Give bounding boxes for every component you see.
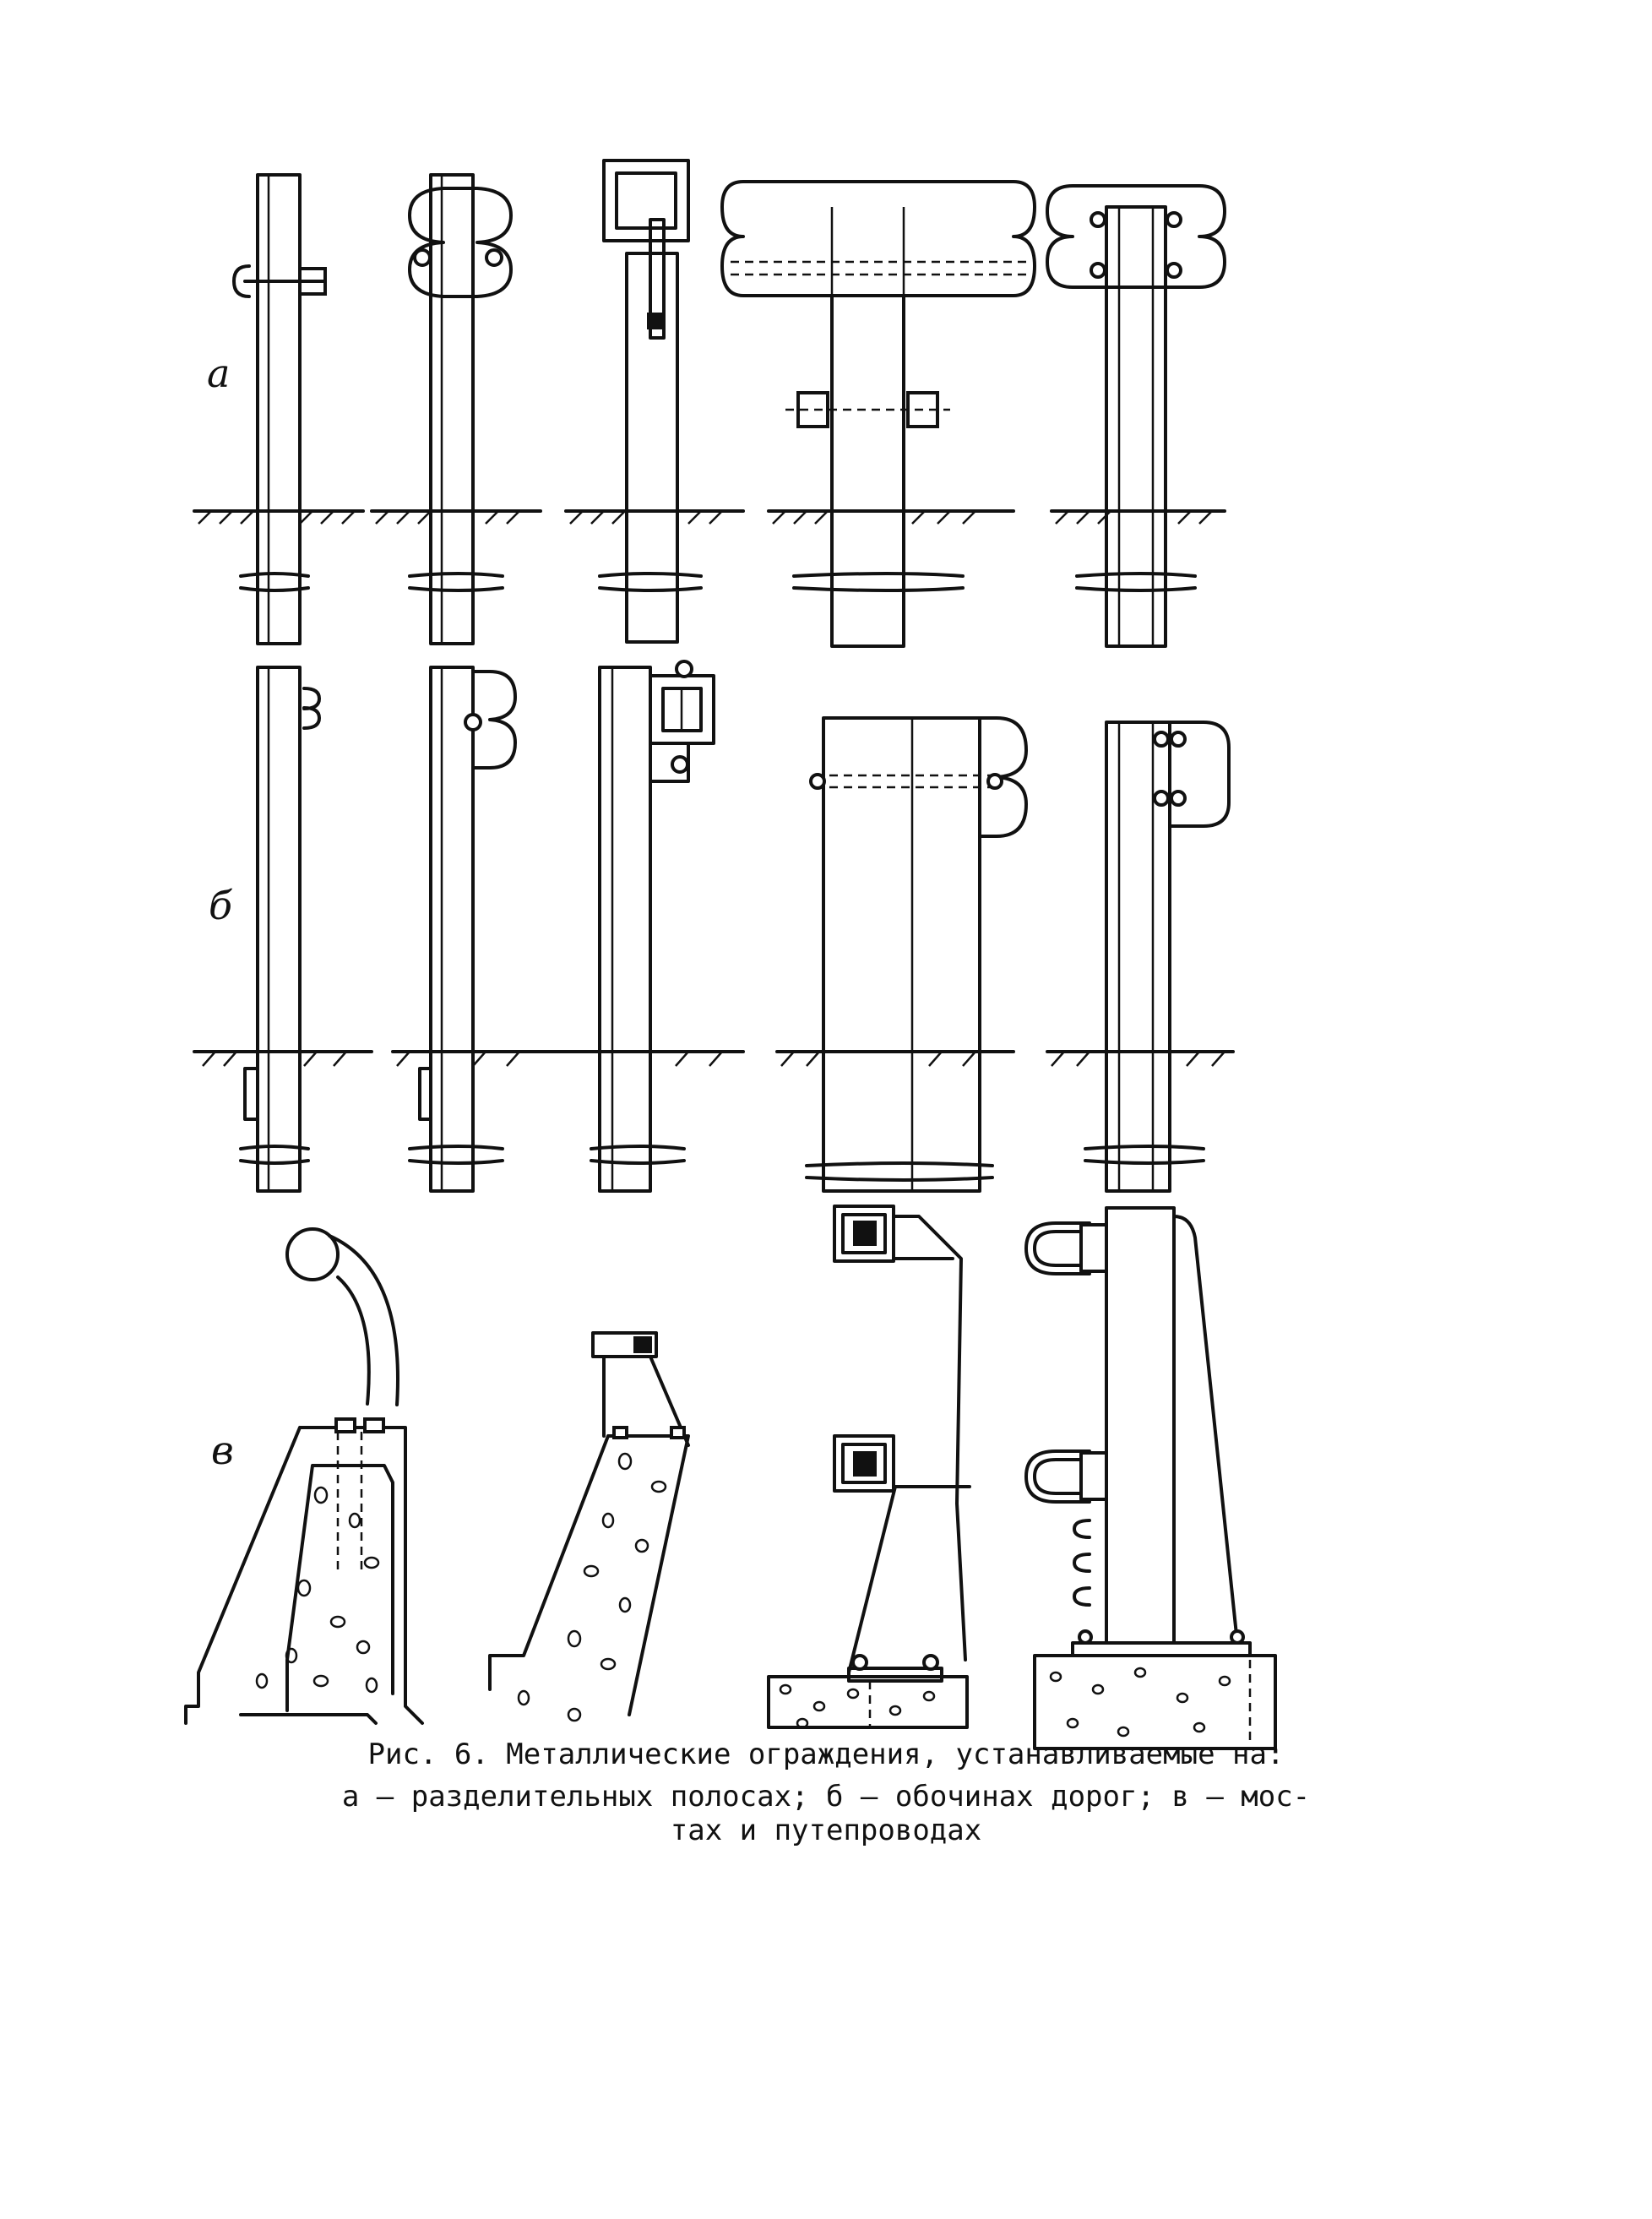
post-a3 <box>598 159 703 644</box>
row-label-v: в <box>211 1428 234 1473</box>
post-v4 <box>1024 1206 1277 1750</box>
post-a1 <box>232 173 327 645</box>
row-b-drawings <box>193 660 1235 1193</box>
row-v-drawings <box>184 1205 1277 1750</box>
post-a4 <box>720 180 1036 648</box>
parapet-v2 <box>488 1331 690 1722</box>
row-b-ground <box>193 1050 1235 1067</box>
figure-caption-line-1: Рис. 6. Металлические ограждения, устана… <box>367 1738 1285 1771</box>
row-a-drawings <box>193 159 1226 648</box>
post-b2 <box>408 666 517 1193</box>
parapet-v1 <box>184 1227 424 1725</box>
post-v3 <box>767 1205 971 1729</box>
figure-caption-line-2: а – разделительных полосах; б – обочинах… <box>341 1780 1311 1814</box>
post-a2 <box>408 173 513 645</box>
row-a-ground <box>193 509 1226 525</box>
row-label-b: б <box>209 883 233 928</box>
post-a5 <box>1046 184 1226 648</box>
post-b5 <box>1084 721 1231 1193</box>
post-b4 <box>805 716 1028 1193</box>
row-label-a: а <box>207 351 231 396</box>
post-b1 <box>239 666 321 1193</box>
figure-caption-line-3: тах и путепроводах <box>670 1814 982 1847</box>
post-b3 <box>590 660 715 1193</box>
